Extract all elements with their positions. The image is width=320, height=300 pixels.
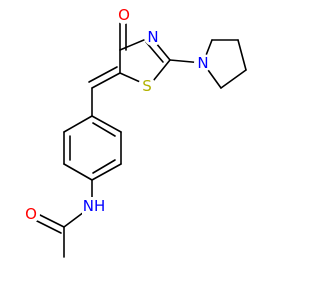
bond-ar1-ar2-inner: [92, 122, 116, 137]
atom-o-carbonyl-label: O: [118, 6, 130, 24]
atom-n-thiazole: N: [144, 28, 162, 46]
bond-n3-c2-double: [145, 41, 164, 63]
atom-nh-amide-label: NH: [83, 197, 106, 215]
atom-n-thiazole-label: N: [147, 28, 158, 46]
atom-label-layer: O N S N NH O: [22, 6, 212, 223]
bond-carbonyl-o: [35, 212, 65, 228]
atom-o-amide: O: [22, 205, 40, 223]
bond-ar3-ar4: [91, 163, 122, 181]
atom-o-carbonyl: O: [115, 6, 133, 24]
bond-ar3-ar4-inner: [92, 159, 116, 174]
bond-layer: [32, 21, 247, 258]
bond-cb-cc: [237, 39, 247, 71]
bond-ar4-ar5: [63, 163, 93, 181]
molecule-structure-diagram: O N S N NH O: [22, 6, 247, 258]
atom-nh-amide: NH: [82, 197, 108, 215]
atom-n-pyrrolidine: N: [194, 54, 212, 72]
bond-c5-methine: [91, 72, 121, 89]
atom-o-amide-label: O: [25, 205, 37, 223]
atom-n-pyrrolidine-label: N: [197, 54, 208, 72]
bond-cc-cd: [220, 69, 247, 89]
bond-c5-methine-double: [88, 66, 118, 83]
atom-s-thiazole-label: S: [142, 77, 152, 95]
bond-ar6-ar1: [63, 115, 93, 133]
atom-s-thiazole: S: [138, 77, 156, 95]
bond-ar1-ar2: [91, 115, 122, 133]
bond-carbonyl-o-double: [32, 218, 62, 234]
